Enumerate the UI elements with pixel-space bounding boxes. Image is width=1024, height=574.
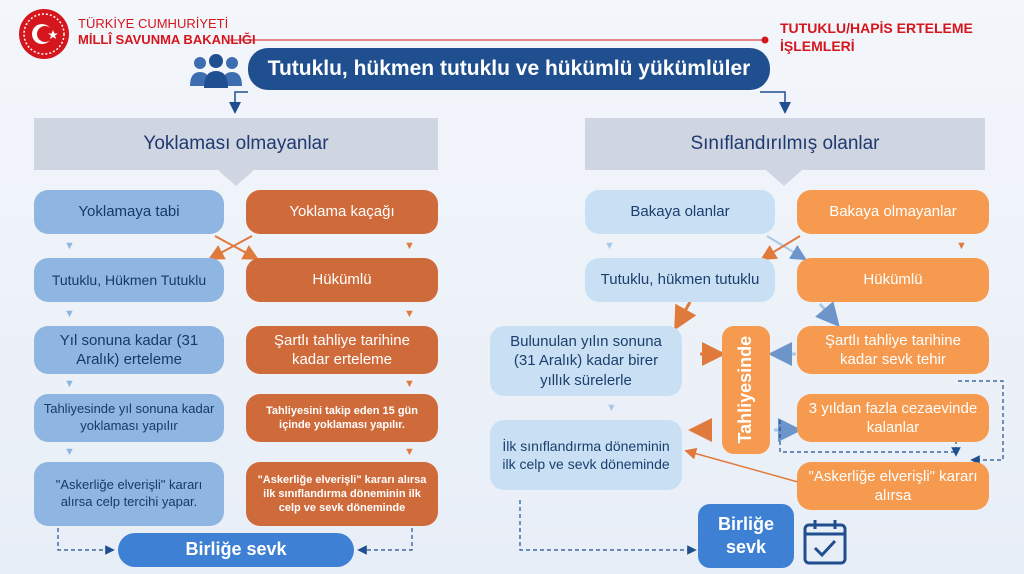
left-col1-step5: "Askerliğe elverişli" kararı alırsa celp… <box>34 462 224 526</box>
left-col1-step2: Tutuklu, Hükmen Tutuklu <box>34 258 224 302</box>
right-col2-step4: 3 yıldan fazla cezaevinde kalanlar <box>797 394 989 442</box>
left-col1-step1: Yoklamaya tabi <box>34 190 224 234</box>
right-col2-step1: Bakaya olmayanlar <box>797 190 989 234</box>
right-col2-step5: "Askerliğe elverişli" kararı alırsa <box>797 462 989 510</box>
right-col2-step2: Hükümlü <box>797 258 989 302</box>
org-name: TÜRKİYE CUMHURİYETİ MİLLÎ SAVUNMA BAKANL… <box>78 16 256 47</box>
topic-line1: TUTUKLU/HAPİS ERTELEME <box>780 20 973 36</box>
org-line2: MİLLÎ SAVUNMA BAKANLIĞI <box>78 31 256 47</box>
right-col1-step2: Tutuklu, hükmen tutuklu <box>585 258 775 302</box>
right-col1-step1: Bakaya olanlar <box>585 190 775 234</box>
emblem-icon <box>18 8 70 60</box>
header-left: Yoklaması olmayanlar <box>34 118 438 170</box>
vertical-tahliyesinde: Tahliyesinde <box>722 326 770 454</box>
left-final-birlige-sevk: Birliğe sevk <box>118 533 354 567</box>
left-col2-step4: Tahliyesini takip eden 15 gün içinde yok… <box>246 394 438 442</box>
main-title: Tutuklu, hükmen tutuklu ve hükümlü yüküm… <box>248 48 770 90</box>
topic-line2: İŞLEMLERİ <box>780 37 855 54</box>
right-final-birlige-sevk: Birliğe sevk <box>698 504 794 568</box>
right-col2-step3: Şartlı tahliye tarihine kadar sevk tehir <box>797 326 989 374</box>
left-col1-step4: Tahliyesinde yıl sonuna kadar yoklaması … <box>34 394 224 442</box>
right-mid-step2: İlk sınıflandırma döneminin ilk celp ve … <box>490 420 682 490</box>
vertical-label: Tahliyesinde <box>735 336 756 444</box>
left-col2-step1: Yoklama kaçağı <box>246 190 438 234</box>
right-final-label: Birliğe sevk <box>717 513 774 557</box>
topic-label: TUTUKLU/HAPİS ERTELEME İŞLEMLERİ <box>780 20 973 55</box>
calendar-check-icon <box>802 518 848 566</box>
left-col1-step3: Yıl sonuna kadar (31 Aralık) erteleme <box>34 326 224 374</box>
left-col2-step3: Şartlı tahliye tarihine kadar erteleme <box>246 326 438 374</box>
org-line1: TÜRKİYE CUMHURİYETİ <box>78 16 229 31</box>
people-icon <box>188 52 244 88</box>
right-mid-step1: Bulunulan yılın sonuna (31 Aralık) kadar… <box>490 326 682 396</box>
left-col2-step5: "Askerliğe elverişli" kararı alırsa ilk … <box>246 462 438 526</box>
left-col2-step2: Hükümlü <box>246 258 438 302</box>
header-right: Sınıflandırılmış olanlar <box>585 118 985 170</box>
